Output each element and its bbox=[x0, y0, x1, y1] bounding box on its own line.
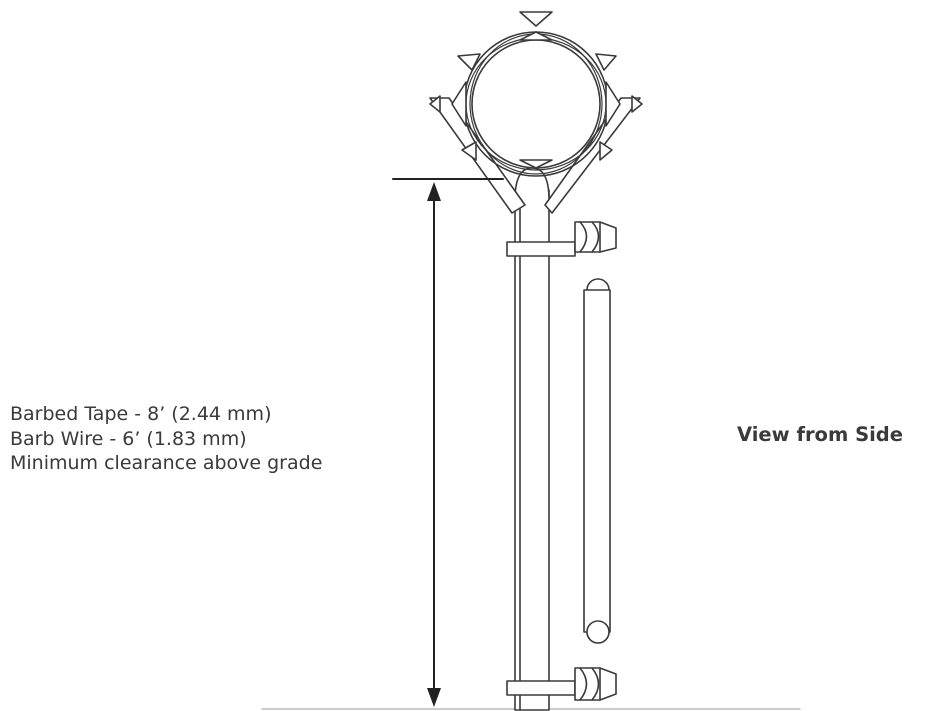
tension-bar bbox=[583, 289, 611, 633]
view-title: View from Side bbox=[737, 423, 903, 446]
dimension-arrow-up bbox=[427, 182, 441, 201]
post-clamp-bottom bbox=[506, 680, 576, 696]
clearance-note: Barbed Tape - 8’ (2.44 mm) Barb Wire - 6… bbox=[10, 402, 322, 476]
fence-post bbox=[514, 167, 550, 711]
y-extension-arm bbox=[429, 97, 641, 214]
roller-top bbox=[574, 221, 617, 302]
post-clamp-top bbox=[506, 241, 576, 257]
roller-bottom bbox=[574, 620, 617, 701]
dimension-arrow-down bbox=[427, 688, 441, 707]
clearance-dimension bbox=[392, 178, 504, 696]
barbed-tape-coil bbox=[429, 11, 643, 177]
clearance-caption: Minimum clearance above grade bbox=[10, 452, 323, 474]
barb-wire-clearance: Barb Wire - 6’ (1.83 mm) bbox=[10, 427, 247, 450]
barbed-tape-clearance: Barbed Tape - 8’ (2.44 mm) bbox=[10, 403, 272, 425]
